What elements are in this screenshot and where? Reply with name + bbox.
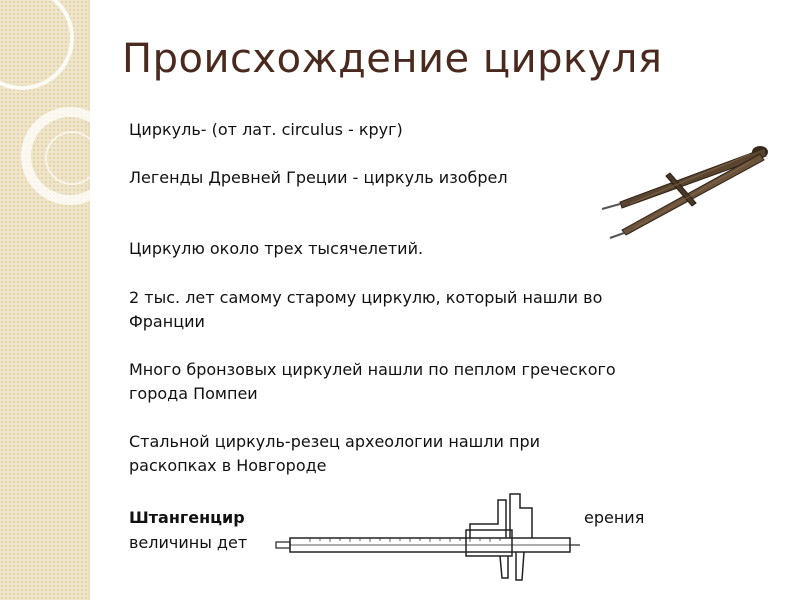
text-line-caliper-cont: величины дет [129,533,248,552]
caliper-image-frame [270,486,584,584]
text-line-legend: Легенды Древней Греции - циркуль изобрел [129,168,508,187]
slide-title: Происхождение циркуля [122,36,663,82]
text-line-caliper-tail: ерения [584,508,645,527]
text-line-france-cont: Франции [129,312,205,331]
decorative-sidebar [0,0,88,600]
sidebar-divider [88,0,90,600]
text-line-pompeii-cont: города Помпеи [129,384,258,403]
decorative-circles-icon [0,0,110,205]
text-line-pompeii: Много бронзовых циркулей нашли по пеплом… [129,360,616,379]
text-line-caliper-bold: Штангенцир [129,508,245,527]
text-line-france: 2 тыс. лет самому старому циркулю, котор… [129,288,603,307]
text-line-novgorod: Стальной циркуль-резец археологии нашли … [129,432,541,451]
text-line-novgorod-cont: раскопках в Новгороде [129,456,327,475]
ancient-compass-image [601,146,768,239]
text-line-age: Циркулю около трех тысячелетий. [129,239,424,258]
text-line-etymology: Циркуль- (от лат. circulus - круг) [129,120,403,139]
caliper-drawing-image [275,493,580,581]
